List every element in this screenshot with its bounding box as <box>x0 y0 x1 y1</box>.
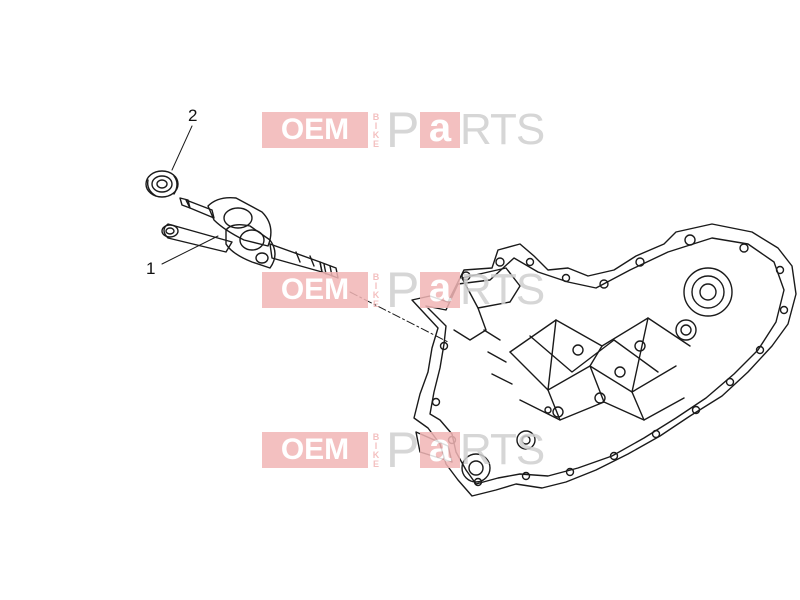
watermark-a: a <box>420 108 460 148</box>
watermark-a: a <box>420 428 460 468</box>
watermark-rts: RTS <box>460 265 545 314</box>
watermark-rts: RTS <box>460 105 545 154</box>
watermark-logo: OEM BIKE P a RTS <box>262 102 545 158</box>
watermark-bike: BIKE <box>371 112 381 148</box>
watermark-bike: BIKE <box>371 432 381 468</box>
watermark-a: a <box>420 268 460 308</box>
watermark-bike: BIKE <box>371 272 381 308</box>
watermark-oem: OEM <box>262 272 368 308</box>
callout-2-label[interactable]: 2 <box>188 106 198 125</box>
bearing-part[interactable] <box>145 170 179 198</box>
watermark-oem: OEM <box>262 432 368 468</box>
crankcase-part[interactable] <box>411 223 797 497</box>
watermark-p: P <box>386 422 420 478</box>
callout-1-label[interactable]: 1 <box>146 259 156 278</box>
crankshaft-part[interactable] <box>161 196 339 279</box>
watermark-p: P <box>386 262 420 318</box>
watermark-logo: OEM BIKE P a RTS <box>262 262 545 318</box>
watermark-oem: OEM <box>262 112 368 148</box>
watermark-p: P <box>386 102 420 158</box>
watermark-logo: OEM BIKE P a RTS <box>262 422 545 478</box>
watermark-rts: RTS <box>460 425 545 474</box>
